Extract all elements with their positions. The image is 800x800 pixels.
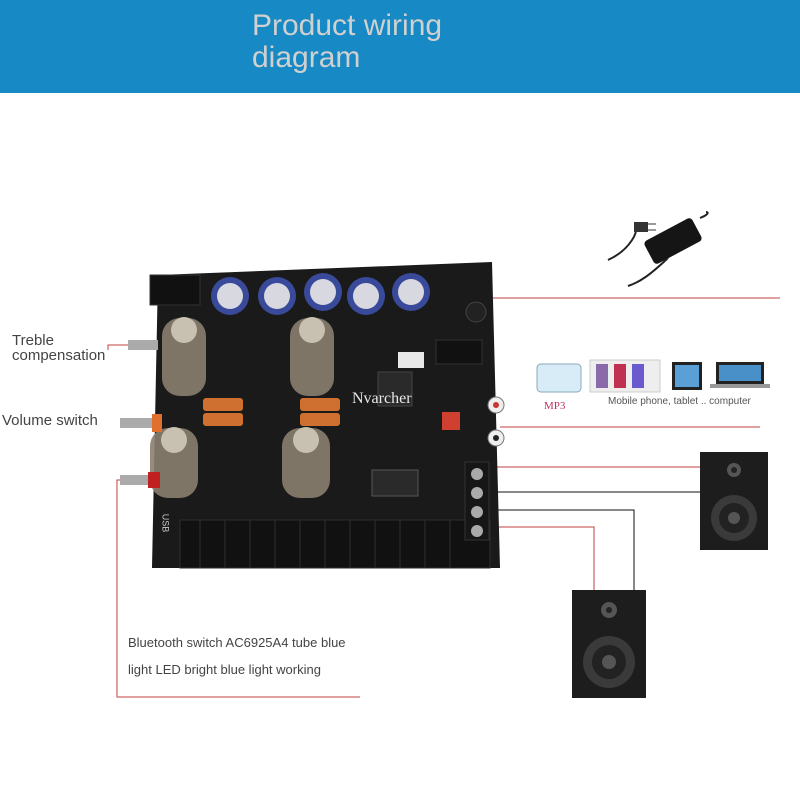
amp-chip [371,469,419,497]
film-capacitors [203,398,340,426]
capacitors [211,273,430,315]
header-banner: Product wiring diagram [0,0,800,93]
watermark: Nvarcher [352,390,412,407]
volume-switch-label: Volume switch [2,412,98,429]
source-devices [536,359,770,393]
usb-label: USB [160,513,171,533]
rca-input-jacks [442,396,505,447]
mp3-label: MP3 [544,400,566,412]
bluetooth-description-line2: light LED bright blue light working [128,662,321,677]
speaker-left-pos-wire [488,526,595,590]
bluetooth-antenna [398,352,424,368]
amplifier-board [120,262,505,569]
wires [107,297,780,698]
source-devices-label: Mobile phone, tablet .. computer [608,396,751,407]
speaker-left-icon [572,590,646,698]
control-knobs [120,340,162,488]
heatsink [179,519,491,569]
mp3-player-icon [536,363,582,393]
power-adapter-icon [607,211,709,287]
bluetooth-module [377,371,413,407]
bluetooth-wire [116,479,360,698]
speaker-right-icon [700,452,768,550]
speaker-left-neg-wire [488,509,635,590]
page-title: Product wiring diagram [252,9,443,74]
treble-compensation-label: Treble compensation [12,332,106,364]
speaker-terminals [464,461,490,541]
bluetooth-description-line1: Bluetooth switch AC6925A4 tube blue [128,635,346,650]
vacuum-tubes [150,317,334,498]
treble-wire [107,344,128,350]
